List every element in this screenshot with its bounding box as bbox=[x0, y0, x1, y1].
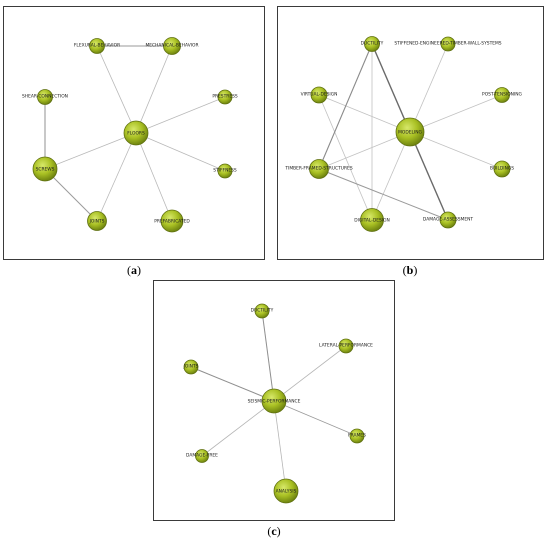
edge-modeling-buildings bbox=[409, 131, 503, 170]
panel-b: MODELING DUCTILITY STIFFENED-ENGINEERED-… bbox=[277, 6, 544, 260]
node-screws[interactable] bbox=[32, 156, 58, 182]
label-shear-connection: SHEAR-CONNECTION bbox=[22, 94, 68, 100]
edge-modeling-virtual bbox=[318, 94, 411, 133]
node-mechanical-behavior[interactable] bbox=[163, 37, 181, 55]
node-stiffness[interactable] bbox=[217, 163, 233, 179]
edge-seismic-analysis bbox=[273, 400, 287, 492]
edge-ductility-timberframed bbox=[318, 43, 373, 170]
node-joints[interactable] bbox=[87, 211, 107, 231]
node-timber-framed-structures[interactable] bbox=[309, 159, 329, 179]
nodes-a bbox=[32, 37, 233, 233]
node-prestress[interactable] bbox=[217, 89, 233, 105]
node-digital-design[interactable] bbox=[360, 208, 384, 232]
label-virtual-design: VIRTUAL-DESIGN bbox=[301, 92, 338, 98]
node-lateral-performance[interactable] bbox=[338, 338, 354, 354]
caption-b: (b) bbox=[402, 263, 418, 277]
node-analysis[interactable] bbox=[273, 478, 299, 504]
node-frames[interactable] bbox=[349, 428, 365, 444]
label-stiffness: STIFFNESS bbox=[213, 168, 237, 174]
label-stiffened: STIFFENED-ENGINEERED-TIMBER-WALL-SYSTEMS bbox=[394, 41, 501, 47]
labels-b: MODELING DUCTILITY STIFFENED-ENGINEERED-… bbox=[284, 41, 522, 224]
node-ductility[interactable] bbox=[364, 36, 380, 52]
node-floors[interactable] bbox=[123, 120, 149, 146]
node-seismic-performance[interactable] bbox=[261, 388, 287, 414]
node-damage-free[interactable] bbox=[195, 449, 209, 463]
edge-seismic-damagefree bbox=[201, 400, 275, 457]
label-post-tensioning: POST-TENSIONING bbox=[482, 92, 522, 98]
edge-seismic-lateral bbox=[273, 345, 347, 402]
node-joints-c[interactable] bbox=[183, 359, 199, 375]
label-floors: FLOORS bbox=[127, 131, 145, 137]
label-screws: SCREWS bbox=[36, 167, 55, 173]
label-prefabricated: PREFABRICATED bbox=[154, 219, 190, 225]
label-ductility-c: DUCTILITY bbox=[251, 308, 274, 314]
panel-c: SEISMIC-PERFORMANCE DUCTILITY LATERAL-PE… bbox=[153, 280, 395, 521]
node-buildings[interactable] bbox=[493, 160, 511, 178]
edge-timberframed-damage bbox=[318, 168, 449, 221]
network-graph-c: SEISMIC-PERFORMANCE DUCTILITY LATERAL-PE… bbox=[183, 303, 374, 504]
edges-a bbox=[44, 45, 226, 222]
node-ductility-c[interactable] bbox=[254, 303, 270, 319]
label-digital-design: DIGITAL-DESIGN bbox=[354, 218, 390, 224]
label-seismic-performance: SEISMIC-PERFORMANCE bbox=[248, 399, 301, 405]
label-frames: FRAMES bbox=[348, 433, 366, 439]
edge-floors-joints bbox=[96, 132, 137, 222]
label-analysis: ANALYSIS bbox=[276, 489, 297, 495]
labels-a: FLOORS FLEXURAL-BEHAVIOR MECHANICAL-BEHA… bbox=[22, 43, 238, 225]
edge-seismic-frames bbox=[273, 400, 358, 437]
network-graph-b: MODELING DUCTILITY STIFFENED-ENGINEERED-… bbox=[284, 36, 523, 232]
edge-modeling-stiffened bbox=[409, 43, 449, 133]
node-stiffened-engineered-timber-wall-systems[interactable] bbox=[440, 36, 456, 52]
node-prefabricated[interactable] bbox=[160, 209, 184, 233]
node-modeling[interactable] bbox=[395, 117, 425, 147]
node-flexural-behavior[interactable] bbox=[89, 38, 105, 54]
label-lateral-performance: LATERAL-PERFORMANCE bbox=[319, 343, 373, 349]
label-flexural-behavior: FLEXURAL-BEHAVIOR bbox=[74, 43, 120, 49]
label-modeling: MODELING bbox=[398, 130, 422, 136]
nodes-c bbox=[183, 303, 365, 504]
label-ductility: DUCTILITY bbox=[361, 41, 384, 47]
panel-a: FLOORS FLEXURAL-BEHAVIOR MECHANICAL-BEHA… bbox=[3, 6, 265, 260]
label-joints: JOINTS bbox=[89, 219, 105, 225]
edge-seismic-joints bbox=[190, 366, 275, 402]
caption-a: (a) bbox=[127, 263, 141, 277]
label-timber-framed-structures: TIMBER-FRAMED-STRUCTURES bbox=[284, 166, 352, 172]
label-mechanical-behavior: MECHANICAL-BEHAVIOR bbox=[146, 43, 199, 49]
label-damage-assessment: DAMAGE-ASSESSMENT bbox=[423, 217, 473, 223]
edges-c bbox=[190, 310, 358, 492]
node-virtual-design[interactable] bbox=[310, 86, 328, 104]
edge-modeling-digital bbox=[371, 131, 411, 221]
label-joints-c: JOINTS bbox=[183, 364, 199, 370]
node-damage-assessment[interactable] bbox=[439, 211, 457, 229]
edge-floors-stiffness bbox=[135, 132, 226, 172]
edge-seismic-ductility bbox=[261, 310, 275, 402]
node-shear-connection[interactable] bbox=[37, 89, 53, 105]
edge-modeling-timberframed bbox=[318, 131, 411, 170]
label-prestress: PRESTRESS bbox=[212, 94, 238, 100]
edge-floors-screws bbox=[44, 132, 137, 170]
label-damage-free: DAMAGE-FREE bbox=[186, 453, 218, 459]
edge-virtual-digital bbox=[318, 94, 373, 221]
caption-c: (c) bbox=[267, 524, 281, 538]
node-post-tensioning[interactable] bbox=[494, 87, 510, 103]
edge-floors-flexural bbox=[96, 45, 137, 134]
edge-modeling-posttens bbox=[409, 94, 503, 133]
label-buildings: BUILDINGS bbox=[490, 166, 514, 172]
edge-floors-prestress bbox=[135, 96, 226, 134]
edge-floors-prefab bbox=[135, 132, 173, 222]
labels-c: SEISMIC-PERFORMANCE DUCTILITY LATERAL-PE… bbox=[183, 308, 374, 495]
edge-floors-mechanical bbox=[135, 45, 173, 134]
nodes-b bbox=[309, 36, 511, 232]
network-graph-a: FLOORS FLEXURAL-BEHAVIOR MECHANICAL-BEHA… bbox=[22, 37, 238, 233]
